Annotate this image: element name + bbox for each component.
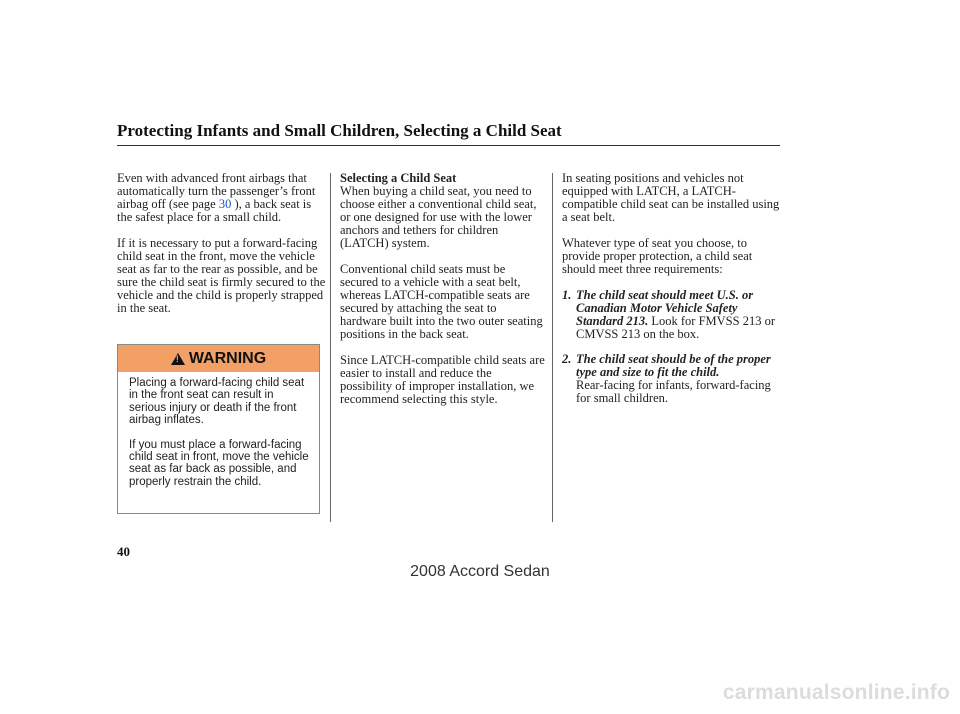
paragraph-recommend: Since LATCH-compatible child seats are e… (340, 353, 545, 406)
column-middle: Selecting a Child Seat When buying a chi… (340, 172, 545, 419)
watermark: carmanualsonline.info (722, 681, 950, 704)
column-divider (552, 173, 553, 522)
requirement-item: 2. The child seat should be of the prope… (562, 352, 771, 405)
paragraph-latch: In seating positions and vehicles not eq… (562, 171, 780, 224)
section-subheading: Selecting a Child Seat (340, 171, 457, 185)
paragraph-conventional: Conventional child seats must be secured… (340, 262, 543, 341)
page-number: 40 (117, 544, 130, 559)
title-rule (117, 145, 780, 146)
warning-label: WARNING (188, 349, 267, 367)
paragraph-requirements-intro: Whatever type of seat you choose, to pro… (562, 236, 753, 276)
column-left: Even with advanced front airbags that au… (117, 172, 327, 328)
warning-box: WARNING Placing a forward-facing child s… (117, 344, 320, 514)
paragraph-front-seat: If it is necessary to put a forward-faci… (117, 236, 326, 315)
page-link[interactable]: 30 (218, 197, 232, 211)
warning-triangle-icon (170, 352, 185, 365)
column-divider (330, 173, 331, 522)
requirement-item: 1. The child seat should meet U.S. or Ca… (562, 288, 775, 341)
paragraph-airbag: Even with advanced front airbags that au… (117, 171, 316, 224)
warning-paragraph: If you must place a forward-facing child… (129, 438, 309, 488)
warning-body: Placing a forward-facing child seat in t… (118, 372, 319, 488)
footer-model: 2008 Accord Sedan (410, 563, 550, 580)
warning-header: WARNING (118, 345, 319, 372)
page-title: Protecting Infants and Small Children, S… (117, 121, 562, 140)
column-right: In seating positions and vehicles not eq… (562, 172, 782, 417)
paragraph-buying: When buying a child seat, you need to ch… (340, 184, 537, 250)
warning-paragraph: Placing a forward-facing child seat in t… (129, 377, 305, 427)
